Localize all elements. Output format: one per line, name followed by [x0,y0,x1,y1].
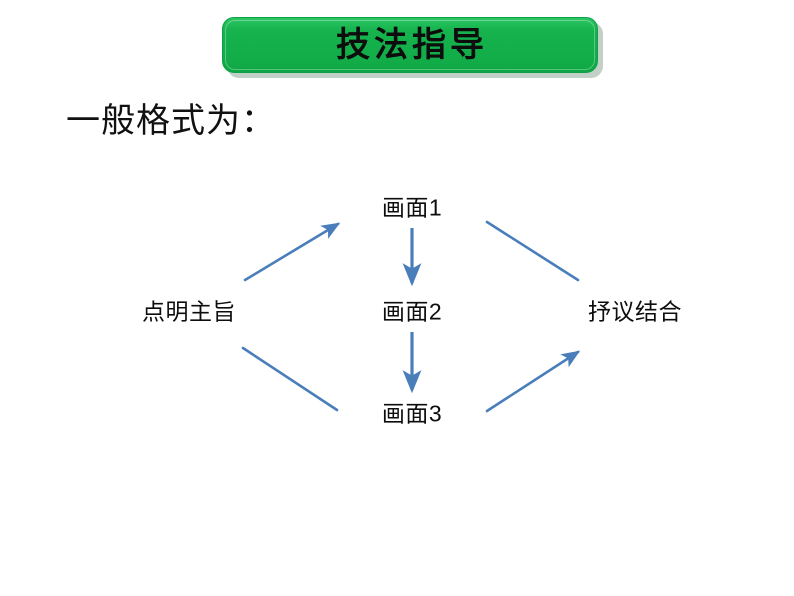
connector-point-theme-to-scene-1 [243,222,341,282]
diagram-connectors [241,220,581,413]
diagram-node-lyric-comment: 抒议结合 [588,298,682,325]
diagram-node-point-theme: 点明主旨 [142,298,236,325]
connector-point-theme-to-scene-3 [241,346,339,412]
diagram-node-scene-1: 画面1 [381,194,443,221]
connector-scene-3-to-lyric [485,350,581,413]
banner-title-text: 技法指导 [336,25,488,65]
flow-diagram: 点明主旨 画面1 画面2 画面3 抒议结合 [0,160,794,460]
subtitle-text: 一般格式为： [66,101,276,141]
diagram-node-scene-2: 画面2 [381,298,443,325]
diagram-node-scene-3: 画面3 [381,400,443,427]
title-banner: 技法指导 [222,17,598,73]
connector-scene-1-to-lyric [485,220,580,282]
